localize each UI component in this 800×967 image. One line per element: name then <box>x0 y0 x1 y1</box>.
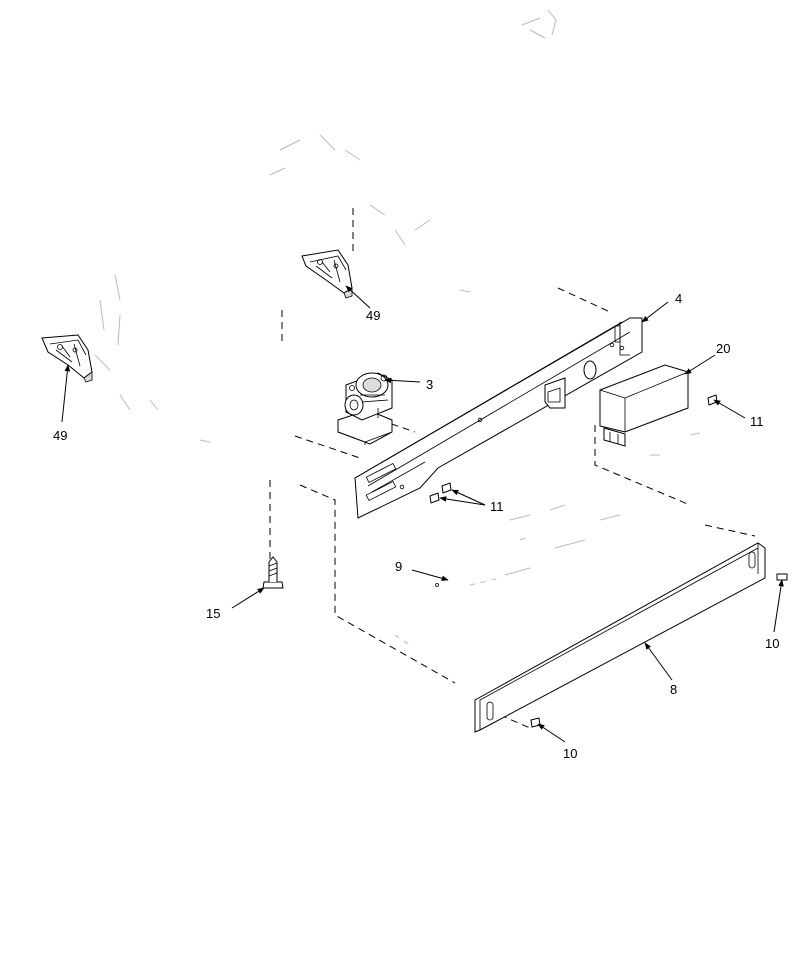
part-15-screw <box>262 556 284 589</box>
callout-4: 4 <box>675 291 682 306</box>
callout-15: 15 <box>206 606 220 621</box>
part-3-valve <box>337 372 393 445</box>
callout-11-right: 11 <box>750 414 764 429</box>
callout-9: 9 <box>395 559 402 574</box>
part-8-panel <box>474 542 766 733</box>
part-49-top-bracket <box>301 249 353 299</box>
callout-20: 20 <box>716 341 730 356</box>
callout-49-left: 49 <box>53 428 67 443</box>
part-20-box <box>599 364 689 447</box>
ghost-outline-fragments <box>94 9 701 646</box>
callout-labels: 49 49 4 20 3 11 11 9 15 10 8 10 <box>53 291 779 761</box>
callout-leaders <box>61 285 784 743</box>
callout-49-top: 49 <box>366 308 380 323</box>
callout-11-mid: 11 <box>490 499 504 514</box>
part-49-left-bracket <box>41 334 93 383</box>
callout-8: 8 <box>670 682 677 697</box>
callout-10-bottom: 10 <box>563 746 577 761</box>
part-4-bracket-rail <box>354 317 643 519</box>
callout-10-right: 10 <box>765 636 779 651</box>
callout-3: 3 <box>426 377 433 392</box>
assembly-guide-lines <box>269 208 756 729</box>
